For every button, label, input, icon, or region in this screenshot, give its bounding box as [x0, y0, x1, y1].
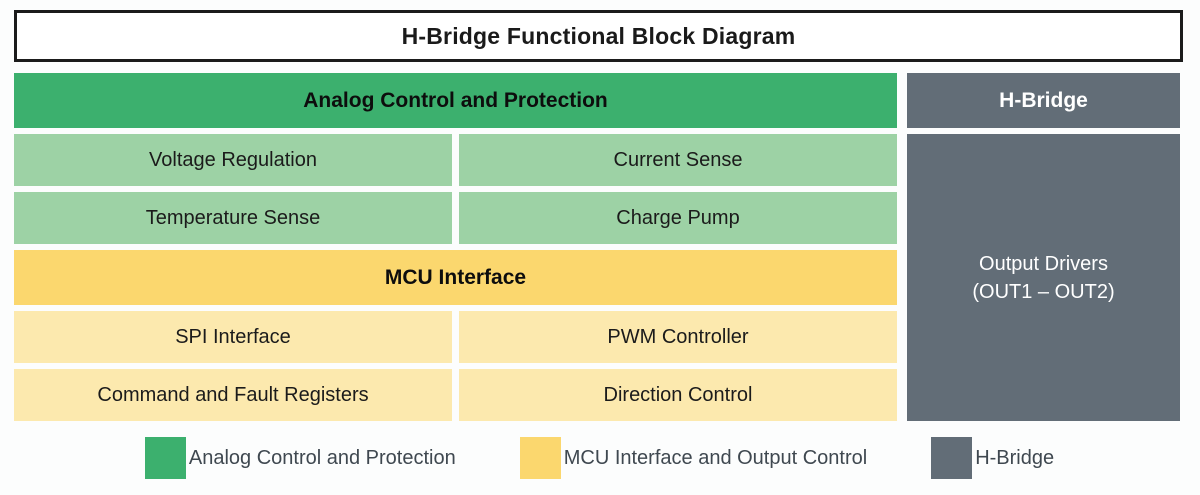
block-spi-interface: SPI Interface [14, 311, 452, 363]
block-output-drivers: Output Drivers (OUT1 – OUT2) [907, 134, 1180, 421]
legend-item-hbridge: H-Bridge [931, 437, 1054, 479]
mcu-interface-header: MCU Interface [14, 250, 897, 305]
legend-item-mcu: MCU Interface and Output Control [519, 437, 868, 479]
output-drivers-line2: (OUT1 – OUT2) [972, 280, 1115, 303]
analog-control-header: Analog Control and Protection [14, 73, 897, 128]
hbridge-header: H-Bridge [907, 73, 1180, 128]
diagram-body: Analog Control and Protection Voltage Re… [14, 73, 1185, 421]
legend-swatch-gray [931, 437, 973, 479]
analog-cells-grid: Voltage Regulation Current Sense Tempera… [14, 134, 897, 244]
mcu-cells-grid: SPI Interface PWM Controller Command and… [14, 311, 897, 421]
output-drivers-line1: Output Drivers [979, 252, 1108, 275]
diagram-title: H-Bridge Functional Block Diagram [14, 10, 1183, 62]
block-direction-control: Direction Control [459, 369, 897, 421]
legend-swatch-green [144, 437, 186, 479]
block-voltage-regulation: Voltage Regulation [14, 134, 452, 186]
legend-label-analog: Analog Control and Protection [188, 446, 456, 469]
block-command-fault-registers: Command and Fault Registers [14, 369, 452, 421]
legend-item-analog: Analog Control and Protection [144, 437, 456, 479]
block-pwm-controller: PWM Controller [459, 311, 897, 363]
legend: Analog Control and Protection MCU Interf… [14, 437, 1185, 479]
control-column: Analog Control and Protection Voltage Re… [14, 73, 897, 421]
block-current-sense: Current Sense [459, 134, 897, 186]
legend-label-hbridge: H-Bridge [975, 446, 1055, 469]
legend-swatch-yellow [519, 437, 561, 479]
block-charge-pump: Charge Pump [459, 192, 897, 244]
block-temperature-sense: Temperature Sense [14, 192, 452, 244]
legend-label-mcu: MCU Interface and Output Control [563, 446, 868, 469]
hbridge-column: H-Bridge Output Drivers (OUT1 – OUT2) [907, 73, 1180, 421]
